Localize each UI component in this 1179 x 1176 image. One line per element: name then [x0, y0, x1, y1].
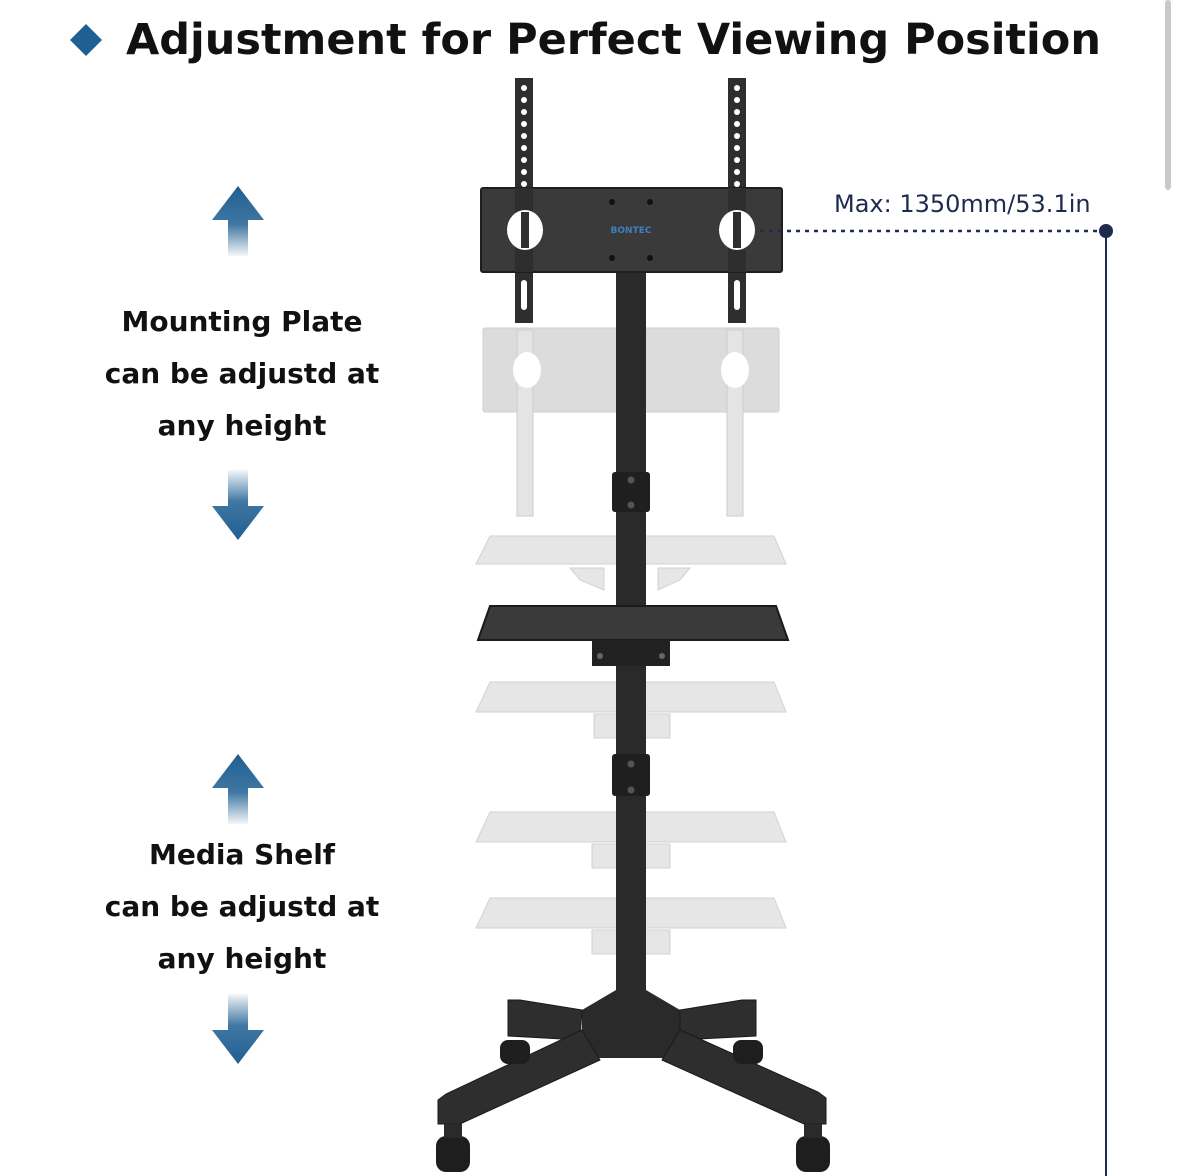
media-shelf	[476, 605, 790, 666]
page-title: Adjustment for Perfect Viewing Position	[126, 15, 1101, 65]
diamond-icon	[70, 24, 102, 56]
mounting-plate: BONTEC	[480, 187, 783, 273]
brand-logo: BONTEC	[611, 226, 652, 236]
arrow-up-icon	[212, 754, 264, 824]
pole-coupler	[612, 754, 650, 796]
caption-line: can be adjustd at	[104, 357, 380, 390]
caption-line: any height	[157, 409, 327, 442]
scrollbar[interactable]	[1165, 0, 1171, 190]
mounting-plate-caption: Mounting Plate can be adjustd at any hei…	[72, 296, 412, 452]
page-header: Adjustment for Perfect Viewing Position	[70, 8, 1101, 72]
arrow-down-icon	[212, 470, 264, 540]
caption-line: can be adjustd at	[104, 890, 380, 923]
stand-base	[436, 990, 830, 1172]
caption-line: Media Shelf	[148, 838, 335, 871]
pole-coupler	[612, 472, 650, 512]
max-height-label: Max: 1350mm/53.1in	[834, 190, 1091, 218]
arrow-up-icon	[212, 186, 264, 256]
arrow-down-icon	[212, 994, 264, 1064]
caption-line: any height	[157, 942, 327, 975]
max-height-dimension	[760, 224, 1113, 1176]
media-shelf-caption: Media Shelf can be adjustd at any height	[72, 829, 412, 985]
caption-line: Mounting Plate	[121, 305, 363, 338]
